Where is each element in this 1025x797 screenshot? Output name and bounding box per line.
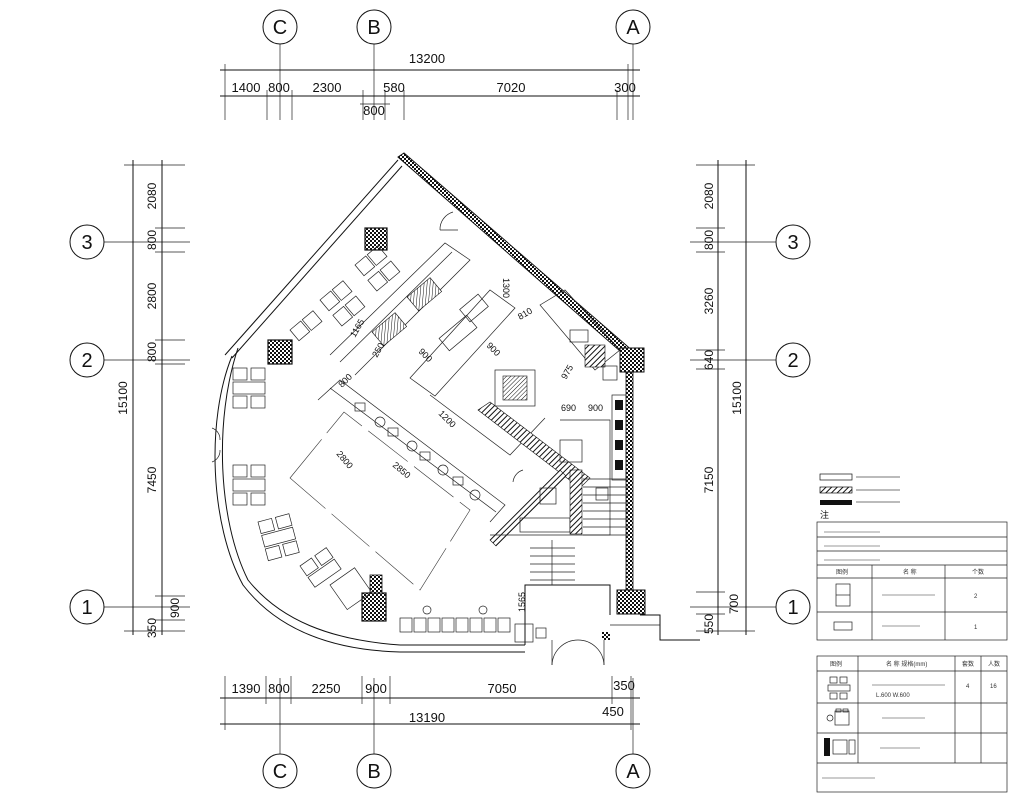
grid-label-b-bottom: B [367,761,380,783]
dim-interior: 900 [485,340,503,358]
dim-left-seg: 900 [168,598,182,618]
table2-cell: L.600 W.600 [876,693,910,699]
dim-top-seg: 7020 [497,80,526,95]
dim-interior: 1165 [348,317,366,339]
dim-interior: 900 [417,346,435,364]
doors [211,211,605,666]
dim-top-total: 13200 [409,51,445,66]
table1-cell: 2 [974,594,978,600]
dim-right-seg: 640 [702,350,716,370]
dim-left-total: 15100 [116,381,130,415]
legend: 注 [819,473,900,520]
dim-interior: 810 [516,306,534,322]
table2-cell: 4 [966,684,970,690]
grid-label-a-bottom: A [626,761,640,783]
bottom-dimension-lines: 1390 800 2250 900 7050 350 450 13190 [220,676,640,730]
dim-interior: 1300 [501,278,511,298]
dim-interior: 690 [561,403,576,413]
dim-interior: 2800 [334,449,355,471]
dim-bottom-sub: 450 [602,704,624,719]
dim-left-seg: 7450 [145,466,159,493]
grid-label-1-left: 1 [81,597,92,619]
table1-header: 个数 [972,568,984,576]
dim-right-total: 15100 [730,381,744,415]
dim-bottom-seg: 350 [613,678,635,693]
table1-header: 名 称 [903,568,917,576]
dim-bottom-seg: 900 [365,681,387,696]
grid-label-3-left: 3 [81,232,92,254]
dim-right-seg: 2080 [702,182,716,209]
dim-top-seg: 580 [383,80,405,95]
dim-top-seg: 2300 [313,80,342,95]
top-dimension-lines: 13200 1400 800 2300 580 7020 300 800 [220,51,640,120]
dim-interior: 900 [588,403,603,413]
dim-right-seg: 700 [727,594,741,614]
dim-right-seg: 3260 [702,287,716,314]
dim-interior: 975 [559,363,575,381]
grid-label-2-right: 2 [787,350,798,372]
table2-header: 图例 [830,660,842,668]
dim-top-seg: 300 [614,80,636,95]
table2-header: 人数 [988,660,1000,668]
table1-header: 图例 [836,568,848,576]
dim-left-seg: 350 [145,618,159,638]
central-area: 1300 810 1165 250 900 900 800 1200 2800 … [289,242,628,612]
dim-interior: 1200 [437,408,458,429]
dim-top-seg: 1400 [232,80,261,95]
table2-header: 套数 [962,660,974,668]
dim-bottom-total: 13190 [409,710,445,725]
dim-interior: 1565 [517,592,527,612]
building-outline [214,152,700,653]
grid-label-2-left: 2 [81,350,92,372]
dim-bottom-seg: 7050 [488,681,517,696]
dim-top-sub: 800 [363,103,385,118]
dim-left-seg: 800 [145,342,159,362]
dining-seats [232,245,547,643]
table2-header: 名 称 规格(mm) [886,660,927,668]
dim-interior: 2850 [391,460,413,481]
legend-note-label: 注 [820,509,829,520]
dim-top-seg: 800 [268,80,290,95]
dim-interior: 800 [336,372,354,390]
dim-left-seg: 2080 [145,182,159,209]
dim-right-seg: 7150 [702,466,716,493]
grid-label-c-bottom: C [273,761,287,783]
grid-label-1-right: 1 [787,597,798,619]
dim-left-seg: 2800 [145,282,159,309]
dim-bottom-seg: 2250 [312,681,341,696]
dim-left-seg: 800 [145,230,159,250]
table1-cell: 1 [974,625,978,631]
dim-bottom-seg: 1390 [232,681,261,696]
legend-table-1: 图例 名 称 个数 2 1 [816,521,1008,641]
right-dimension-lines: 2080 800 3260 640 7150 700 550 15100 [696,160,755,635]
grid-label-a-top: A [626,17,640,39]
dim-bottom-seg: 800 [268,681,290,696]
dim-right-seg: 550 [702,614,716,634]
legend-table-2: 图例 名 称 规格(mm) 套数 人数 L.600 W.600 4 16 [816,655,1008,793]
left-dimension-lines: 15100 2080 800 2800 800 7450 900 350 [116,160,185,638]
table2-cell: 16 [990,684,997,690]
columns [267,227,388,622]
grid-label-b-top: B [367,17,380,39]
grid-label-c-top: C [273,17,287,39]
grid-bubbles: C B A C B A 3 2 1 3 2 1 [69,9,811,789]
dim-right-seg: 800 [702,230,716,250]
grid-label-3-right: 3 [787,232,798,254]
